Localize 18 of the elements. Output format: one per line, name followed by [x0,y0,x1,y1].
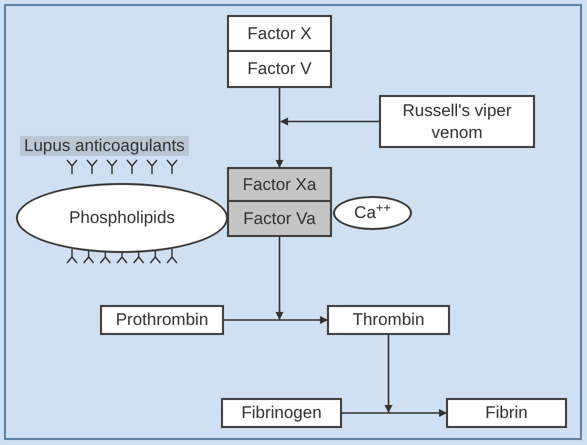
process-box: Factor V [227,50,332,88]
arrow [224,316,328,324]
process-box: Factor X [227,15,332,52]
process-box: Fibrinogen [221,398,342,428]
process-box: Russell's viper venom [379,95,535,148]
activated-factor-box: Factor Va [227,200,332,237]
activated-factor-box: Factor Xa [227,167,332,202]
ellipse-node: Phospholipids [16,183,228,253]
process-box: Fibrin [446,398,567,428]
arrow [342,409,447,417]
process-box: Thrombin [327,305,450,335]
arrow [280,118,379,126]
process-box: Prothrombin [100,305,224,335]
arrow [276,237,284,320]
ellipse-node: Ca$^{++}$ [333,196,412,230]
annotation-label: Lupus anticoagulants [20,136,189,156]
arrow [276,88,284,168]
arrow [384,335,392,413]
